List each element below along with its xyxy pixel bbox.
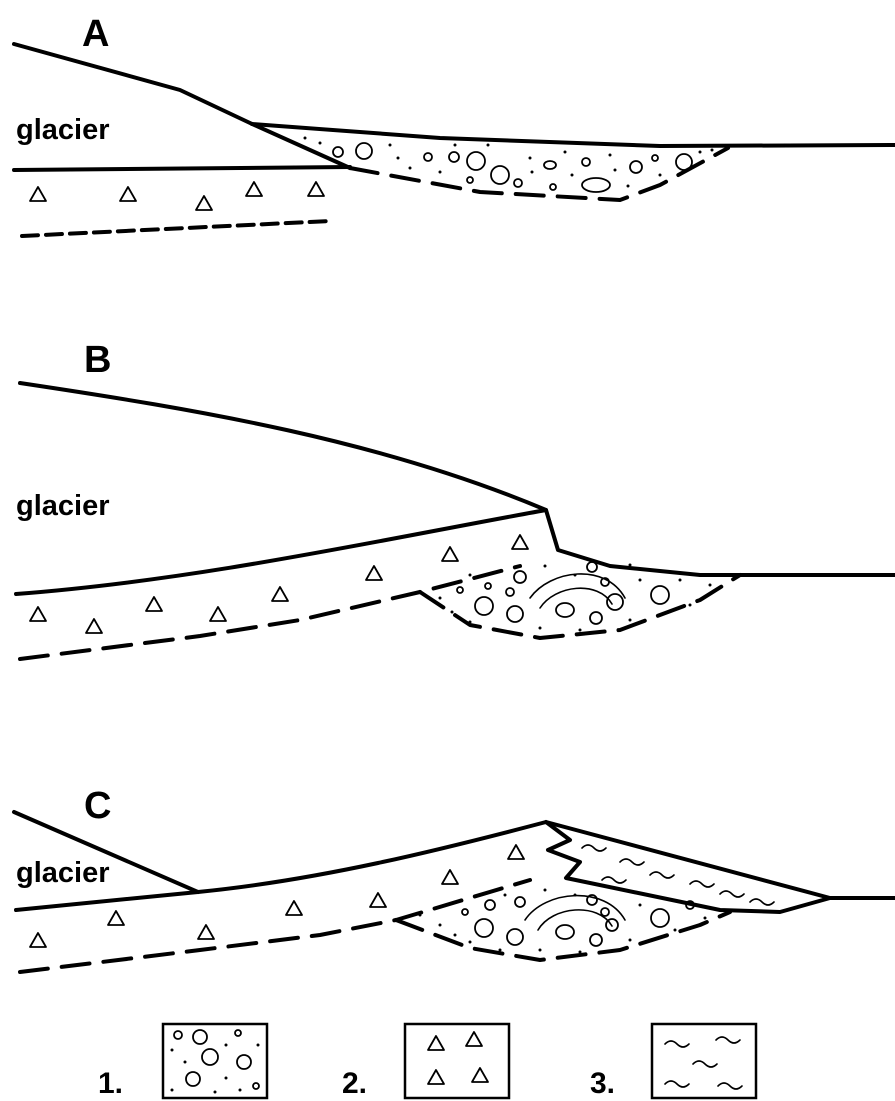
panel-a-letter: A [82, 13, 109, 55]
panel-b-glacier-label: glacier [16, 490, 110, 522]
panel-a-glacier-base [14, 167, 350, 170]
panel-a-till-triangles [30, 182, 324, 210]
legend-2-number: 2. [342, 1067, 367, 1100]
panel-c-till-surface [16, 822, 895, 910]
panel-b: B glacier [16, 339, 895, 659]
panel-b-glacier-surface [20, 383, 895, 575]
legend-1-number: 1. [98, 1067, 123, 1100]
panel-a-outwash-surface [252, 124, 895, 146]
panel-c-glacier-label: glacier [16, 857, 110, 889]
panel-a: A glacier [14, 13, 895, 236]
panel-b-lower-boundary [20, 566, 520, 659]
panel-c-basin-boundary [396, 912, 730, 960]
legend-3-number: 3. [590, 1067, 615, 1100]
panel-c-lake-sediment-boundary [546, 822, 830, 912]
legend-2-till-triangles-icon [405, 1024, 509, 1098]
panel-b-letter: B [84, 339, 111, 381]
panel-a-glacier-label: glacier [16, 114, 110, 146]
panel-c-letter: C [84, 785, 111, 827]
panel-c-lower-boundary [20, 880, 530, 972]
legend-3-wavy-lines-icon [652, 1024, 756, 1098]
legend: 1. 2. 3. [98, 1024, 756, 1100]
panel-b-glacier-base [16, 510, 546, 594]
panel-a-basin-boundary [350, 148, 728, 200]
legend-1-gravel-sand-icon [163, 1024, 267, 1098]
panel-c: C glacier [14, 785, 895, 972]
panel-a-lower-boundary [22, 221, 330, 236]
panel-a-glacier-surface [14, 44, 350, 168]
